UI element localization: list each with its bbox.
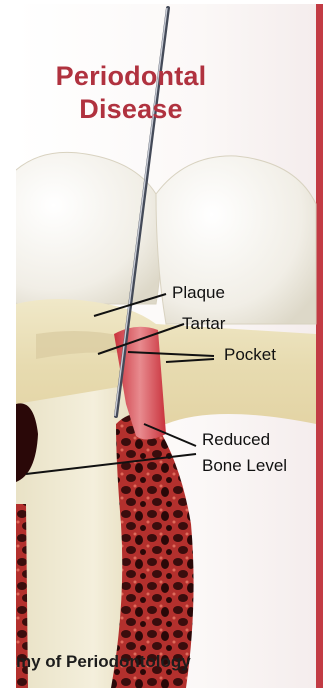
label-plaque: Plaque <box>172 282 225 303</box>
label-pocket: Pocket <box>224 344 276 365</box>
diagram-title: Periodontal Disease <box>26 60 236 126</box>
footer-credit: my of Periodontology <box>16 652 323 672</box>
periodontal-diagram: Periodontal Disease Plaque Tartar Pocket… <box>16 4 323 688</box>
title-line-1: Periodontal <box>26 60 236 93</box>
label-reduced: Reduced <box>202 429 270 450</box>
right-edge-stripe <box>316 4 323 688</box>
title-line-2: Disease <box>26 93 236 126</box>
label-tartar: Tartar <box>182 313 225 334</box>
label-bone-level: Bone Level <box>202 455 287 476</box>
